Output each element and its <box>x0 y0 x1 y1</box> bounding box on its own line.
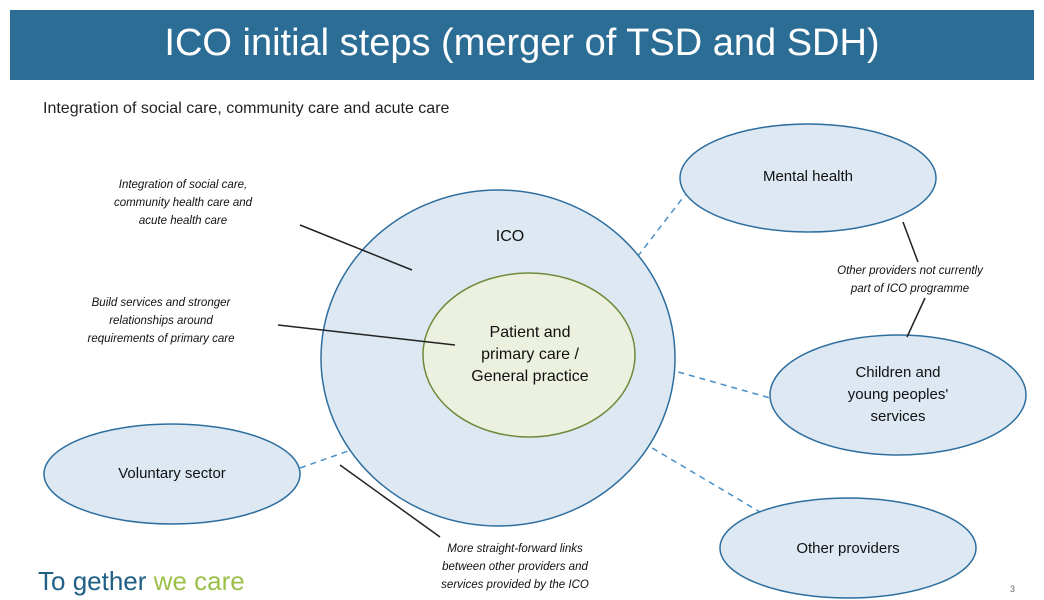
link-other-providers <box>604 419 766 516</box>
other-providers-label: Other providers <box>796 540 900 557</box>
center-label: Patient and primary care / General pract… <box>471 324 589 385</box>
ico-label: ICO <box>495 228 525 245</box>
voluntary-label: Voluntary sector <box>118 465 226 482</box>
note-integration: Integration of social care, community he… <box>113 179 253 227</box>
center-circle <box>422 272 636 438</box>
children-ellipse <box>769 334 1027 456</box>
note-links: More straight-forward links between othe… <box>441 543 589 591</box>
slide-title: ICO initial steps (merger of TSD and SDH… <box>164 22 880 64</box>
slide-subtitle: Integration of social care, community ca… <box>43 100 450 117</box>
note-build: Build services and stronger relationship… <box>87 297 235 345</box>
note-line-other-bottom <box>906 297 926 338</box>
note-line-build <box>277 324 456 346</box>
together-we-care-logo: To gether we care <box>38 566 245 596</box>
note-line-other-top <box>902 221 919 263</box>
note-line-integration <box>299 224 413 271</box>
other-providers-ellipse <box>719 497 977 599</box>
children-label: Children and young peoples' services <box>847 364 949 425</box>
mental-health-ellipse <box>679 123 937 233</box>
title-bar: ICO initial steps (merger of TSD and SDH… <box>10 10 1034 80</box>
note-line-links <box>339 464 441 538</box>
voluntary-ellipse <box>43 423 301 525</box>
page-number: 3 <box>1010 584 1016 594</box>
note-other-providers: Other providers not currently part of IC… <box>837 265 983 295</box>
mental-health-label: Mental health <box>762 168 854 185</box>
